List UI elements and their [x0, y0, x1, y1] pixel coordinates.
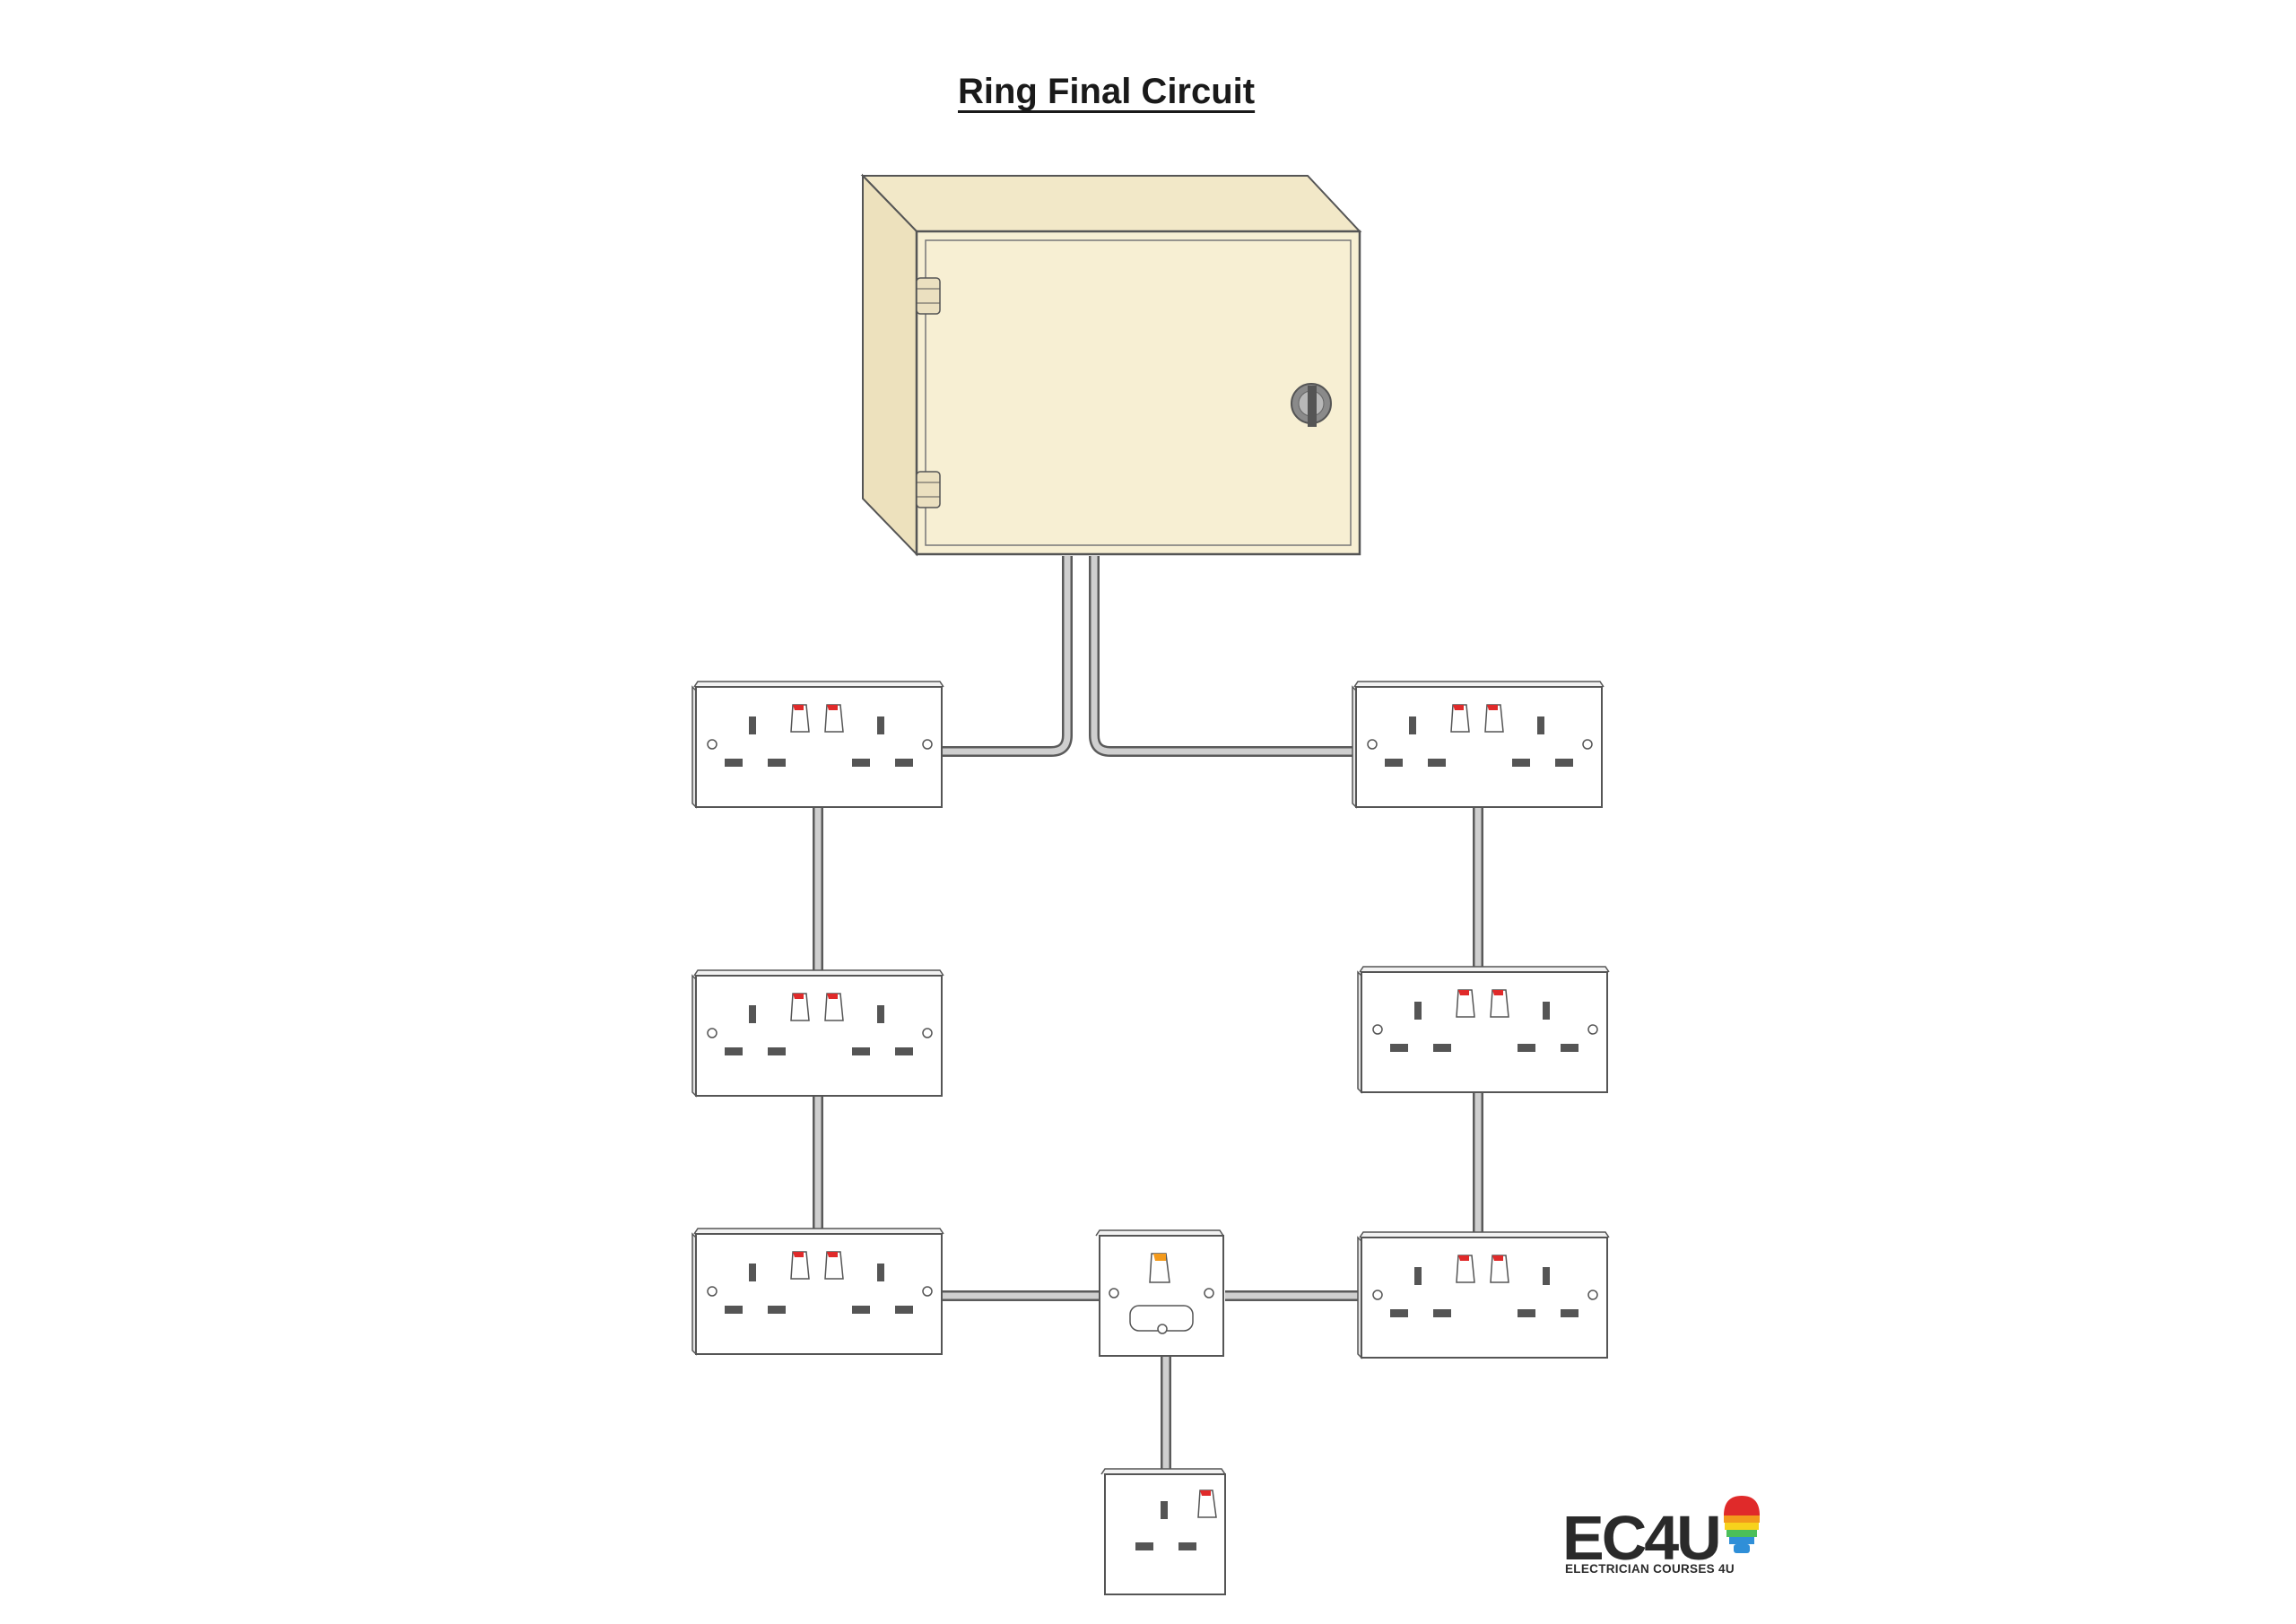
fused-spur — [1095, 1229, 1224, 1357]
diagram-title: Ring Final Circuit — [958, 72, 1256, 111]
consumer-unit — [860, 173, 1362, 557]
double-socket-left-2 — [691, 969, 944, 1097]
double-socket-right-1 — [1352, 681, 1605, 808]
logo-wordmark: EC4U — [1562, 1503, 1722, 1573]
lock-icon — [1291, 383, 1332, 427]
double-socket-left-1 — [691, 681, 944, 808]
single-socket — [1100, 1468, 1226, 1595]
logo-bulb-icon — [1724, 1496, 1760, 1553]
logo-tagline: ELECTRICIAN COURSES 4U — [1565, 1562, 1735, 1576]
double-socket-right-3 — [1357, 1231, 1610, 1359]
double-socket-right-2 — [1357, 966, 1610, 1093]
hinge-icon — [916, 277, 941, 315]
hinge-icon — [916, 471, 941, 508]
double-socket-left-3 — [691, 1228, 944, 1355]
